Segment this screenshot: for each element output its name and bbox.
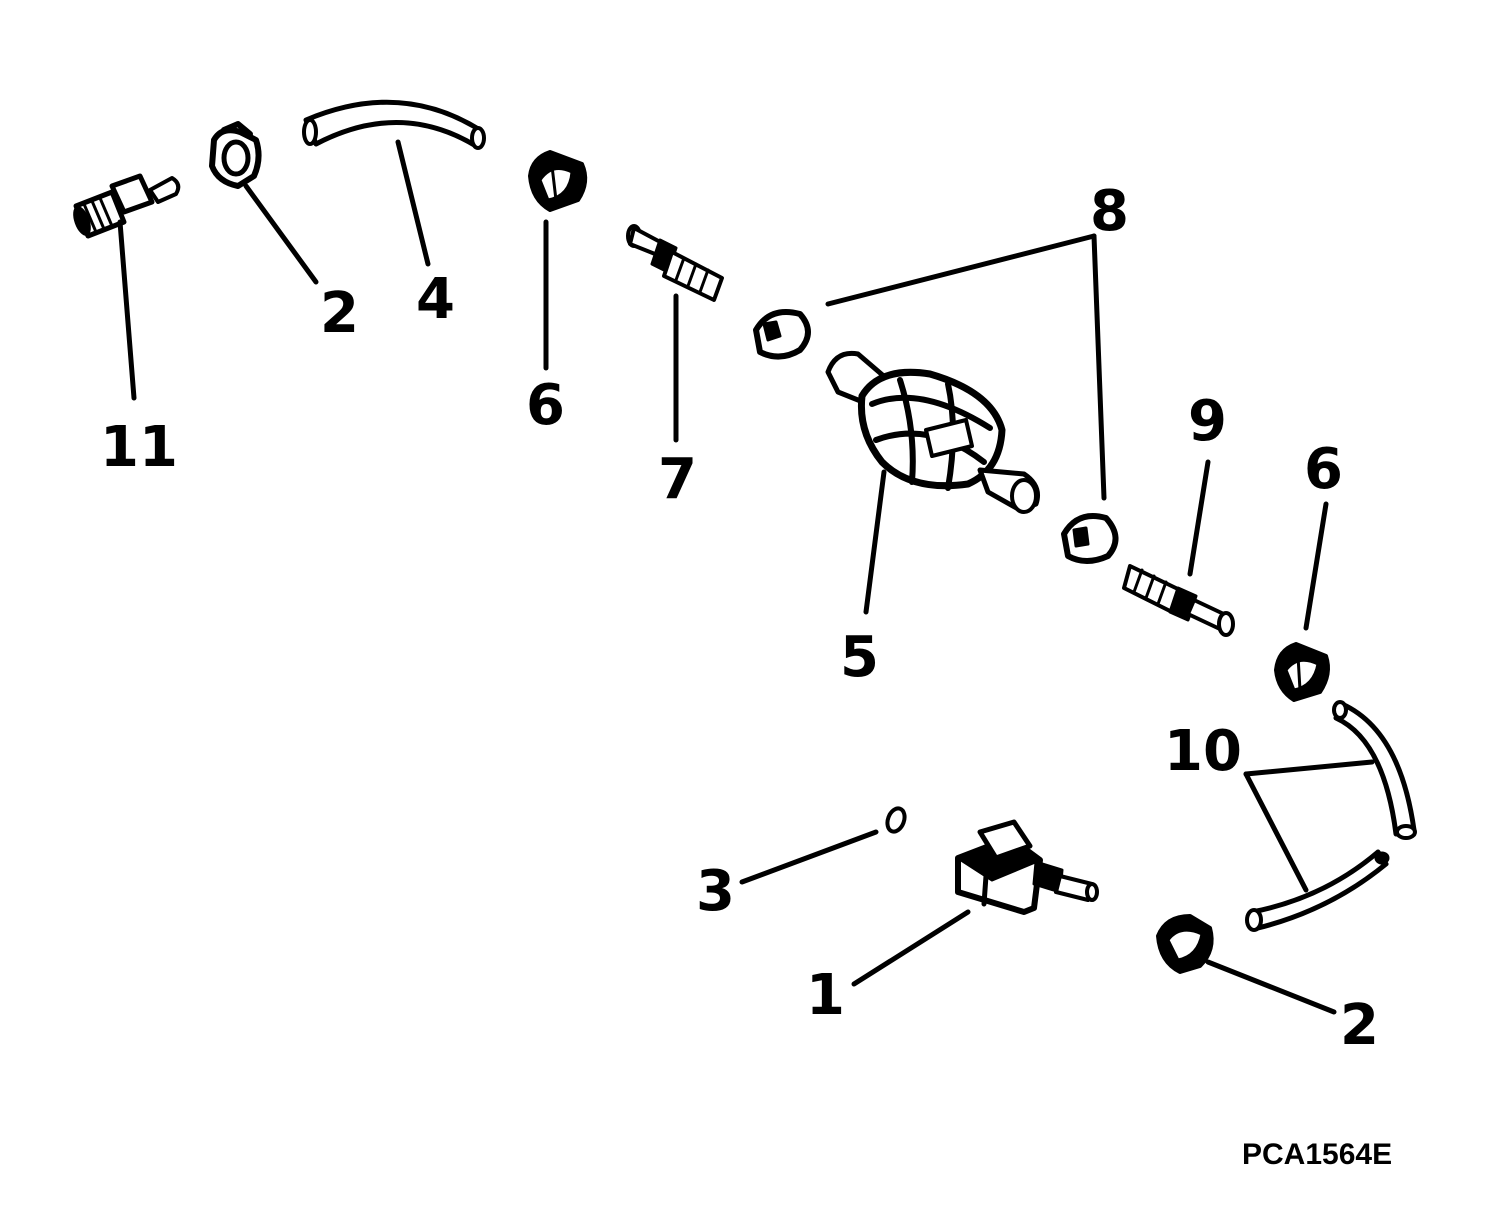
leader-4 (395, 139, 431, 267)
leader-5 (863, 469, 887, 615)
part-8-clamp-lower (1061, 513, 1119, 564)
leader-lines (117, 139, 1375, 1015)
callout-labels: 11 2 4 6 7 8 5 9 6 10 3 1 2 (100, 179, 1379, 1058)
leader-9 (1187, 459, 1211, 577)
leader-11 (117, 219, 137, 401)
part-10-hose-upper (1332, 700, 1417, 840)
callout-10: 10 (1164, 719, 1242, 784)
callout-4: 4 (416, 267, 455, 332)
leader-2-lower (1205, 959, 1337, 1015)
figure-code: PCA1564E (1242, 1138, 1392, 1171)
part-10-hose-lower (1245, 849, 1390, 932)
leader-10-lower (1243, 771, 1309, 893)
callout-6-top: 6 (526, 373, 565, 438)
leader-8-lower (1091, 233, 1107, 501)
callout-5: 5 (840, 625, 879, 690)
leader-10-upper (1243, 759, 1375, 777)
part-3-o-ring (885, 806, 907, 834)
callout-11: 11 (100, 415, 178, 480)
part-4-hose (302, 99, 486, 150)
part-2-clamp-top (209, 121, 262, 189)
callout-7: 7 (658, 447, 697, 512)
leader-2-top (243, 183, 319, 285)
part-1-connector-block (955, 819, 1099, 915)
callout-1: 1 (806, 963, 845, 1028)
leader-6-lower (1303, 501, 1329, 631)
part-6-clamp-top (528, 150, 588, 212)
part-9-fitting (1122, 564, 1235, 637)
leader-8-top (825, 233, 1097, 307)
part-2-clamp-lower (1156, 914, 1214, 974)
leader-1 (851, 909, 971, 987)
callout-2-top: 2 (320, 281, 359, 346)
leader-3 (739, 829, 879, 885)
callout-8: 8 (1090, 179, 1129, 244)
part-5-primer-bulb (825, 350, 1040, 514)
part-11-connector (73, 173, 181, 239)
part-7-fitting (626, 224, 724, 302)
callout-3: 3 (696, 859, 735, 924)
part-6-clamp-lower (1274, 642, 1330, 702)
callout-6-lower: 6 (1304, 437, 1343, 502)
part-8-clamp-top (753, 309, 811, 360)
callout-2-lower: 2 (1340, 993, 1379, 1058)
callout-9: 9 (1188, 389, 1227, 454)
